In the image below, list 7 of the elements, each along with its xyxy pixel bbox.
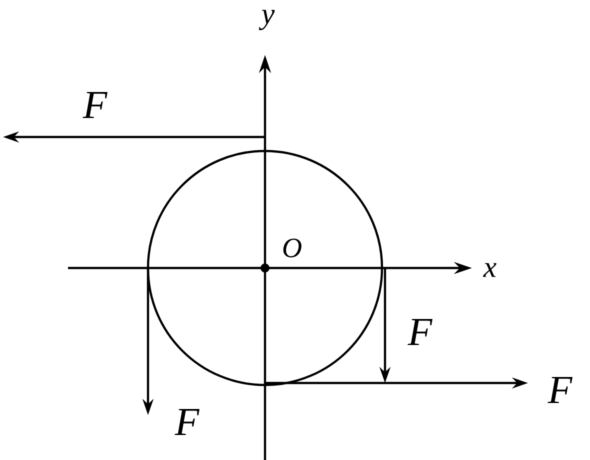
axis-label: F [408, 318, 432, 346]
axis-label: F [174, 408, 200, 436]
axis-label: x [483, 263, 496, 277]
axis-label: F [548, 376, 572, 404]
axis-label: y [258, 10, 275, 30]
axis-label: F [82, 92, 108, 118]
axis-label: O [283, 238, 302, 258]
